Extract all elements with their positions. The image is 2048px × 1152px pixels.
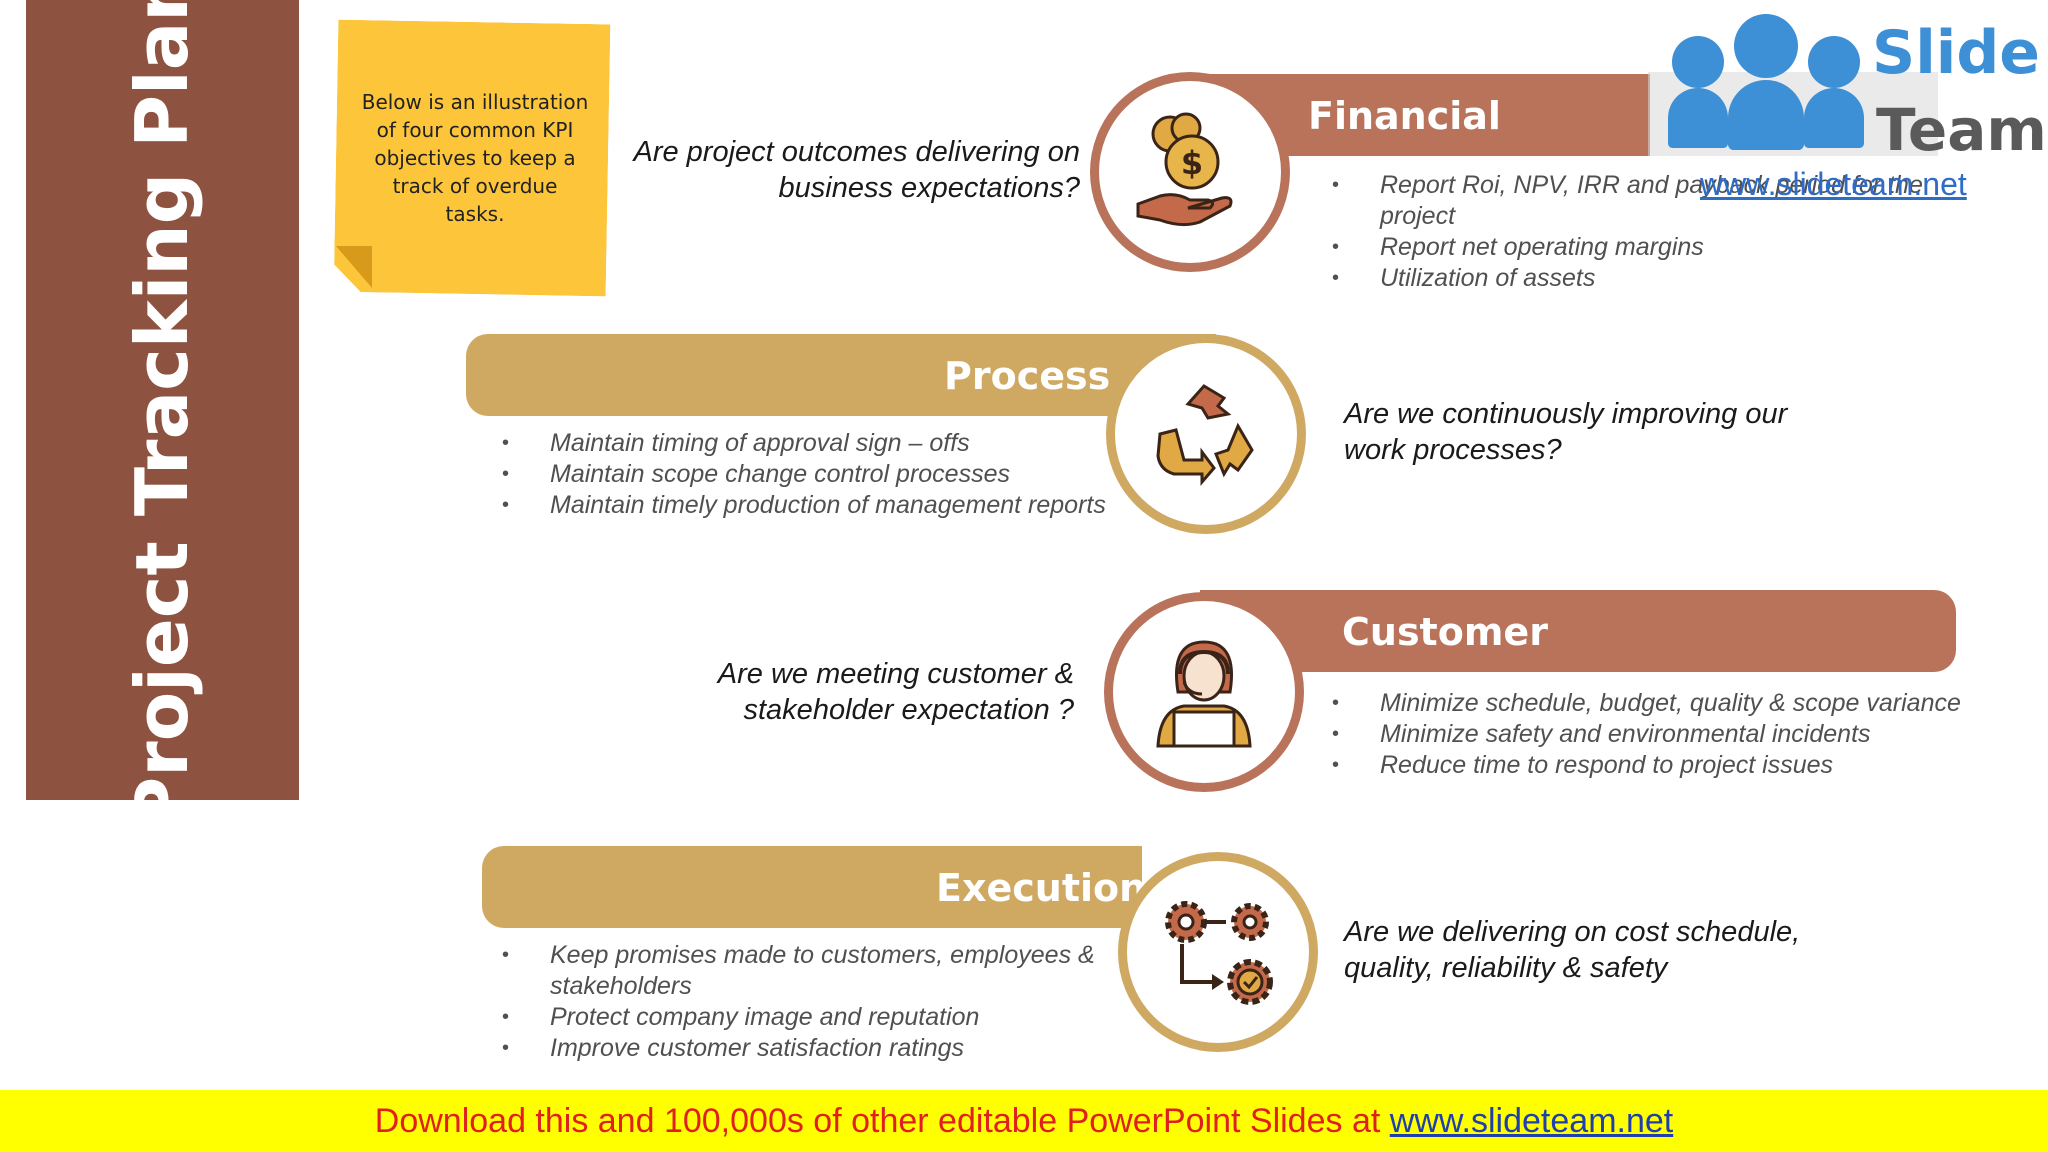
process-bullet: Maintain timely production of management… (500, 490, 1120, 521)
financial-bullets: Report Roi, NPV, IRR and payback period … (1330, 170, 1940, 294)
logo-word-team: Team (1876, 96, 2047, 164)
footer-link[interactable]: www.slideteam.net (1389, 1102, 1674, 1140)
customer-label: Customer (1342, 610, 1548, 654)
execution-circle (1118, 852, 1318, 1052)
footer-message: Download this and 100,000s of other edit… (374, 1102, 1390, 1140)
page-title: Project Tracking Plan (120, 0, 204, 830)
logo-word-slide: Slide (1872, 18, 2040, 88)
process-question-line-1: Are we continuously improving our (1344, 398, 1788, 430)
execution-bullet: Improve customer satisfaction ratings (500, 1033, 1120, 1064)
customer-band (1200, 590, 1956, 672)
customer-question-line-2: stakeholder expectation ? (743, 694, 1075, 726)
execution-bullet: Keep promises made to customers, employe… (500, 940, 1120, 1002)
financial-bullet: Report net operating margins (1330, 232, 1940, 263)
financial-bullet: Utilization of assets (1330, 263, 1940, 294)
process-bullets: Maintain timing of approval sign – offs … (500, 428, 1120, 521)
logo-people-icon (1668, 10, 1868, 150)
title-bar: Project Tracking Plan (26, 0, 299, 830)
support-agent-icon (1156, 640, 1252, 748)
financial-question-line-1: Are project outcomes delivering on (633, 136, 1080, 168)
process-band (466, 334, 1216, 416)
process-label: Process (944, 354, 1111, 398)
financial-circle: $ (1090, 72, 1290, 272)
financial-bullet: Report Roi, NPV, IRR and payback period … (1330, 170, 1940, 232)
process-circle (1106, 334, 1306, 534)
footer-banner (0, 1090, 2048, 1152)
customer-question-line-1: Are we meeting customer & (717, 658, 1074, 690)
footer-text: Download this and 100,000s of other edit… (0, 1102, 2048, 1141)
process-question: Are we continuously improving our work p… (1344, 396, 1904, 468)
execution-band (482, 846, 1142, 928)
sticky-note-text: Below is an illustration of four common … (361, 90, 589, 226)
recycle-arrows-icon (1156, 384, 1254, 487)
customer-bullet: Minimize safety and environmental incide… (1330, 719, 1990, 750)
customer-bullet: Minimize schedule, budget, quality & sco… (1330, 688, 1990, 719)
customer-bullets: Minimize schedule, budget, quality & sco… (1330, 688, 1990, 781)
execution-question-line-2: quality, reliability & safety (1344, 952, 1668, 984)
execution-question-line-1: Are we delivering on cost schedule, (1344, 916, 1801, 948)
execution-label: Execution (936, 866, 1147, 910)
execution-bullet: Protect company image and reputation (500, 1002, 1120, 1033)
execution-question: Are we delivering on cost schedule, qual… (1344, 914, 1904, 986)
financial-label: Financial (1308, 94, 1501, 138)
process-question-line-2: work processes? (1344, 434, 1562, 466)
money-hand-icon: $ (1136, 112, 1233, 227)
customer-question: Are we meeting customer & stakeholder ex… (560, 656, 1074, 728)
logo-url-link[interactable]: www.slideteam.net (1700, 166, 1967, 202)
svg-text:$: $ (1181, 144, 1203, 182)
customer-bullet: Reduce time to respond to project issues (1330, 750, 1990, 781)
financial-question-line-2: business expectations? (778, 172, 1080, 204)
process-bullet: Maintain timing of approval sign – offs (500, 428, 1120, 459)
process-bullet: Maintain scope change control processes (500, 459, 1120, 490)
gears-workflow-icon (1165, 901, 1273, 1005)
financial-question: Are project outcomes delivering on busin… (580, 134, 1080, 206)
customer-circle (1104, 592, 1304, 792)
execution-bullets: Keep promises made to customers, employe… (500, 940, 1120, 1064)
